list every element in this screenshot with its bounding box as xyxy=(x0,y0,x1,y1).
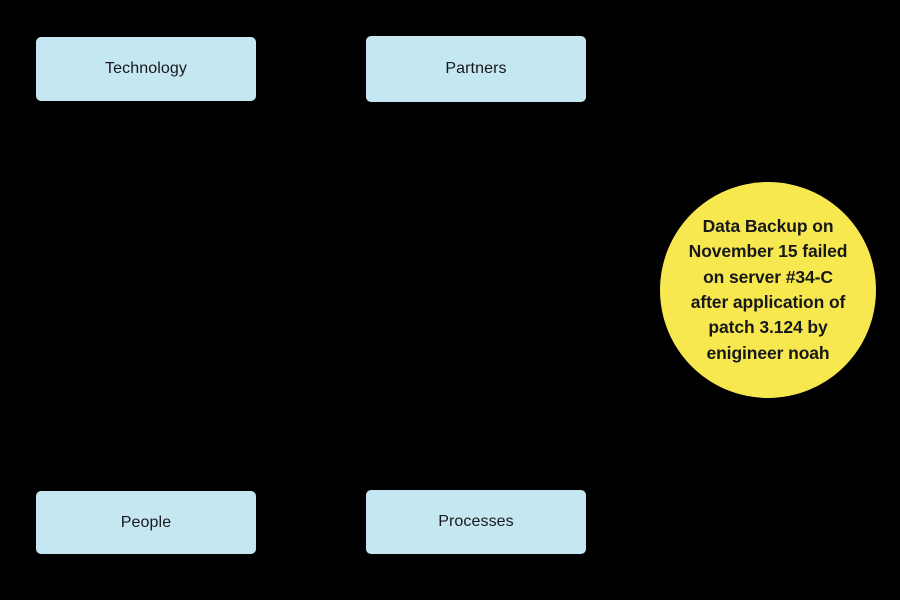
node-partners-label: Partners xyxy=(445,60,507,78)
node-technology[interactable]: Technology xyxy=(36,37,256,101)
node-processes-label: Processes xyxy=(438,513,514,531)
node-people[interactable]: People xyxy=(36,491,256,554)
node-partners[interactable]: Partners xyxy=(366,36,586,102)
node-processes[interactable]: Processes xyxy=(366,490,586,554)
node-people-label: People xyxy=(120,513,172,531)
node-technology-label: Technology xyxy=(105,60,187,78)
